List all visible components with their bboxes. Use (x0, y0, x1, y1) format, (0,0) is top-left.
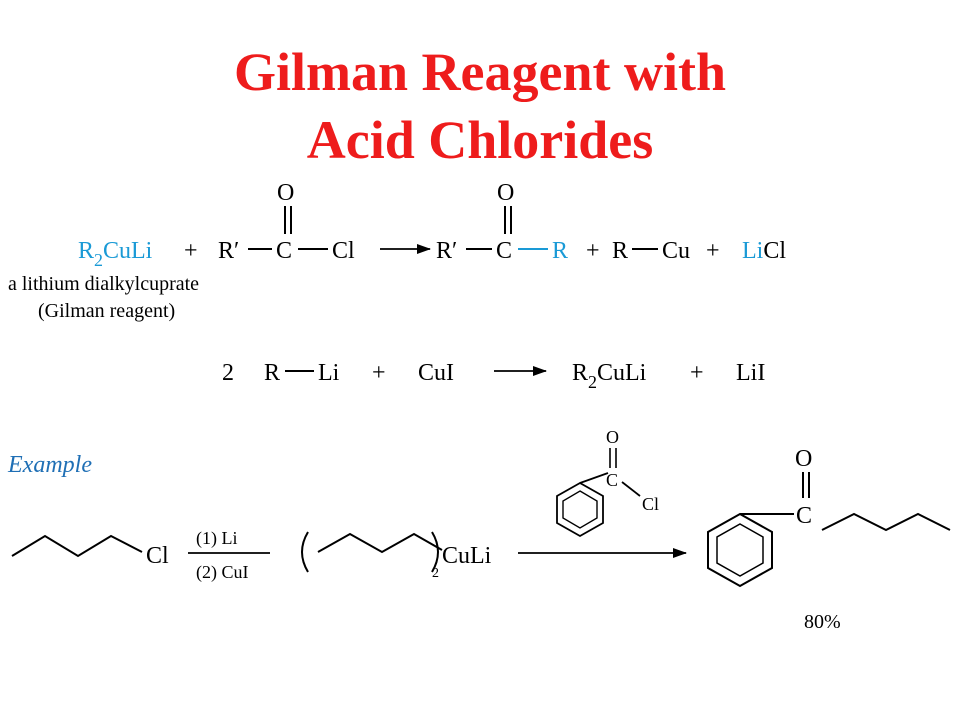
step-1-condition: (1) Li (196, 528, 237, 549)
gilman-reagent-formula: R2CuLi (78, 238, 153, 270)
bond-line (621, 481, 641, 497)
cuprate-label: CuLi (442, 543, 492, 569)
example-label: Example (7, 452, 92, 478)
reagent-caption-line-2: (Gilman reagent) (38, 300, 175, 322)
reaction-1: R2CuLi + R′ C O Cl R′ C O R + R Cu (8, 180, 786, 322)
left-parenthesis (301, 531, 309, 573)
plus-sign: + (706, 238, 720, 264)
title-line-1: Gilman Reagent with (234, 42, 726, 102)
r-prime-group: R′ (218, 238, 239, 264)
gilman-reagent-formula: R2CuLi (572, 360, 647, 392)
carbonyl-oxygen: O (795, 446, 812, 472)
bond-line (579, 472, 609, 484)
alkyl-group: R (612, 238, 628, 264)
chlorine-atom: Cl (332, 238, 355, 264)
copper-iodide: CuI (418, 360, 454, 386)
benzene-ring (556, 481, 604, 538)
alkyl-group: R (552, 238, 568, 264)
example-scheme: Example Cl (1) Li (2) CuI 2 CuLi C O Cl (7, 427, 951, 633)
alkyl-group: R (264, 360, 280, 386)
subscript-2: 2 (432, 566, 439, 581)
copper-atom: Cu (662, 238, 690, 264)
carbonyl-oxygen: O (606, 427, 619, 447)
carbonyl-carbon: C (796, 503, 812, 529)
chlorine-atom: Cl (642, 494, 659, 514)
stoich-coefficient: 2 (222, 360, 234, 386)
reaction-2: 2 R Li + CuI R2CuLi + LiI (222, 360, 765, 392)
right-parenthesis (431, 531, 439, 573)
reagent-caption-line-1: a lithium dialkylcuprate (8, 273, 199, 295)
aromatic-circle (562, 490, 598, 529)
butyl-chain (317, 532, 443, 554)
butyl-chain (11, 534, 143, 558)
plus-sign: + (586, 238, 600, 264)
r-prime-group: R′ (436, 238, 457, 264)
lithium-chloride: LiCl (742, 238, 786, 264)
title-line-2: Acid Chlorides (306, 110, 654, 170)
carbonyl-carbon: C (496, 238, 512, 264)
carbonyl-carbon: C (276, 238, 292, 264)
carbonyl-oxygen: O (497, 180, 514, 206)
aromatic-circle (716, 523, 764, 577)
plus-sign: + (690, 360, 704, 386)
yield-label: 80% (804, 611, 841, 633)
plus-sign: + (372, 360, 386, 386)
carbonyl-carbon: C (606, 470, 618, 490)
step-2-condition: (2) CuI (196, 562, 249, 583)
benzene-ring (707, 512, 773, 588)
plus-sign: + (184, 238, 198, 264)
lithium-iodide: LiI (736, 360, 765, 386)
butyl-chain (821, 512, 951, 532)
lithium-atom: Li (318, 360, 340, 386)
carbonyl-oxygen: O (277, 180, 294, 206)
chlorine-atom: Cl (146, 543, 169, 569)
